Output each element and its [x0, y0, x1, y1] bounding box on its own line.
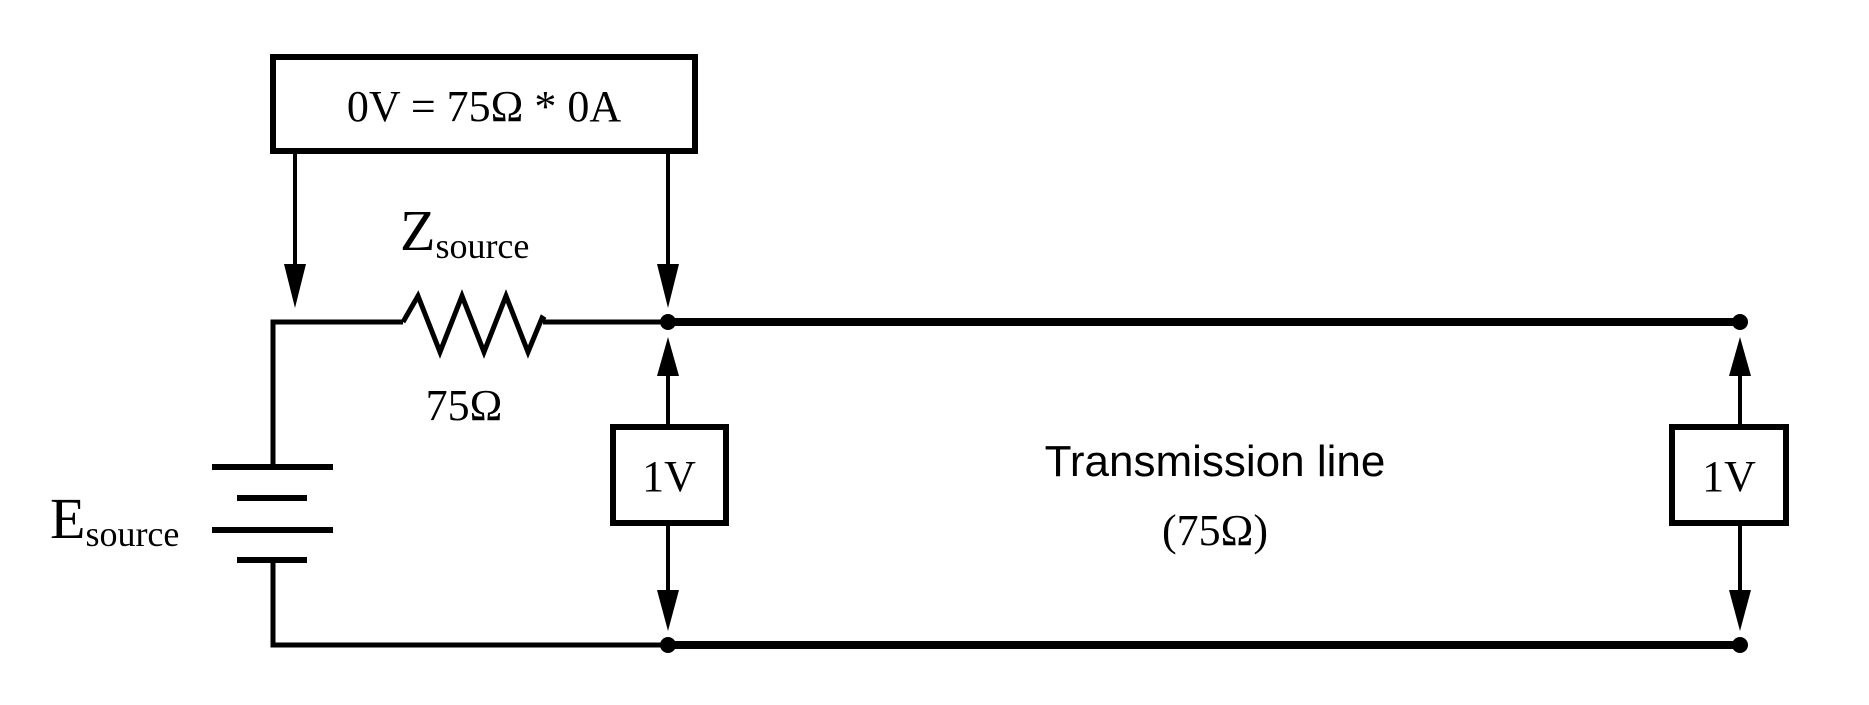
arrowhead-down-icon [1729, 590, 1751, 631]
arrowhead-down-icon [284, 264, 306, 308]
source-impedance-label: Zsource 75Ω [400, 198, 529, 430]
meter-box [610, 424, 729, 526]
battery-symbol: E [50, 486, 85, 551]
wire [270, 319, 403, 468]
arrowhead-down-icon [657, 264, 679, 308]
meter-box [1669, 424, 1789, 526]
battery-symbol-icon [212, 464, 668, 648]
arrowhead-up-icon [1729, 337, 1751, 376]
meter-reading: 1V [642, 452, 696, 501]
battery-label: Esource [50, 486, 179, 554]
battery-subscript: source [85, 514, 179, 554]
node-dot-icon [1732, 314, 1748, 330]
svg-text:Zsource: Zsource [400, 198, 529, 266]
node-dot-icon [1732, 637, 1748, 653]
resistor-value: 75Ω [426, 381, 503, 430]
meter-equation: 0V = 75Ω * 0A [347, 82, 621, 131]
line-start-voltmeter: 1V [610, 337, 729, 631]
top-source-wire [270, 289, 668, 468]
arrowhead-down-icon [657, 590, 679, 631]
source-impedance-voltage-meter: 0V = 75Ω * 0A [270, 54, 698, 308]
node-dot-icon [660, 314, 676, 330]
meter-reading: 1V [1702, 452, 1756, 501]
resistor-zigzag-icon [400, 289, 547, 359]
node-dot-icon [660, 637, 676, 653]
line-end-voltmeter: 1V [1669, 337, 1789, 631]
arrowhead-up-icon [657, 337, 679, 376]
transmission-line [660, 314, 1748, 653]
meter-box [270, 54, 698, 154]
transmission-line-impedance: (75Ω) [1162, 506, 1268, 555]
impedance-symbol: Z [400, 198, 435, 263]
impedance-subscript: source [435, 226, 529, 266]
transmission-line-title: Transmission line [1045, 437, 1386, 486]
